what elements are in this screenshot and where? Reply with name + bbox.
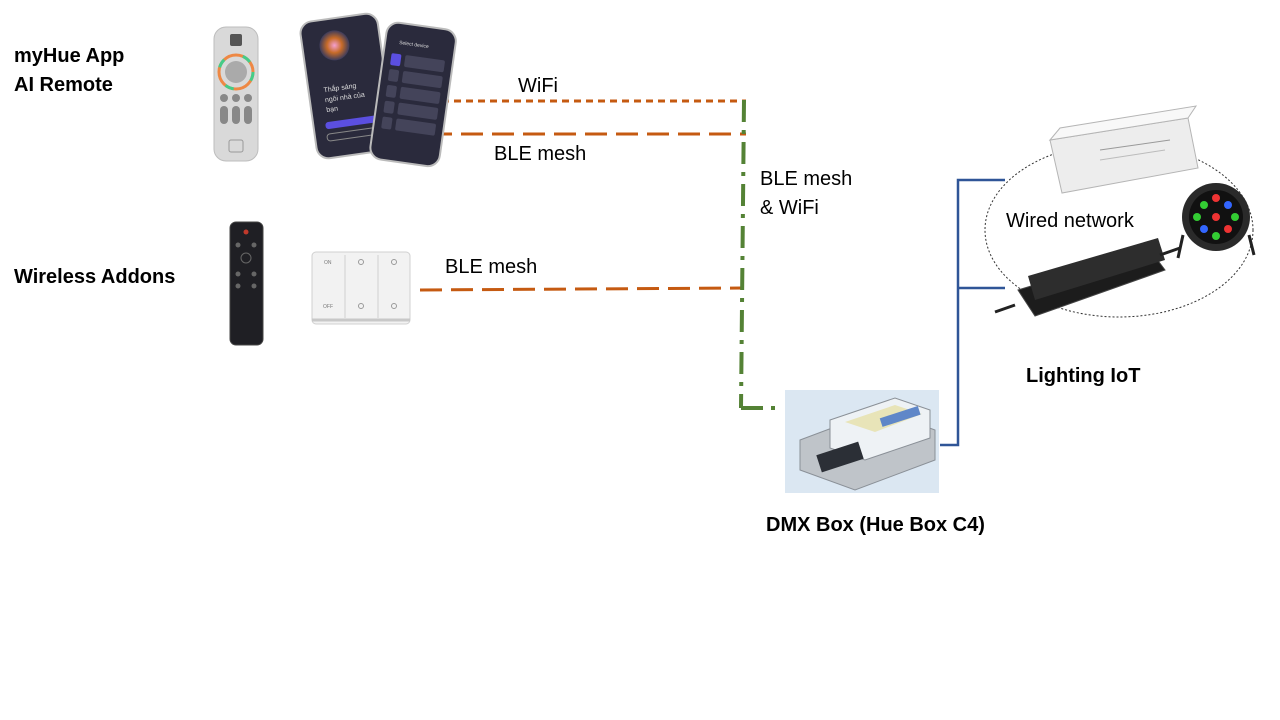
wired-link bbox=[940, 178, 1005, 447]
phone-text-line3: bạn bbox=[326, 106, 339, 115]
switch-on-label: ON bbox=[324, 260, 332, 266]
ble-mesh-app-label: BLE mesh bbox=[494, 143, 587, 165]
dmx-box-label: DMX Box (Hue Box C4) bbox=[766, 514, 985, 536]
wifi-label: WiFi bbox=[518, 75, 558, 97]
myhue-app-label: myHue App bbox=[14, 45, 125, 67]
wireless-addons-label: Wireless Addons bbox=[14, 266, 176, 288]
phone-select-device: Select device bbox=[399, 40, 430, 50]
ai-remote-label: AI Remote bbox=[14, 74, 113, 96]
ble-mesh-wifi-label-line1: BLE mesh bbox=[760, 168, 853, 190]
ble-mesh-wifi-label-line2: & WiFi bbox=[760, 197, 819, 219]
ble-mesh-addons-link bbox=[419, 286, 743, 292]
ble-mesh-addons-label: BLE mesh bbox=[445, 256, 538, 278]
wired-network-label: Wired network bbox=[1006, 210, 1134, 232]
lighting-iot-label: Lighting IoT bbox=[1026, 365, 1141, 387]
wired-network-boundary bbox=[984, 142, 1254, 318]
backbone-vertical bbox=[739, 99, 746, 409]
switch-off-label: OFF bbox=[323, 304, 333, 310]
